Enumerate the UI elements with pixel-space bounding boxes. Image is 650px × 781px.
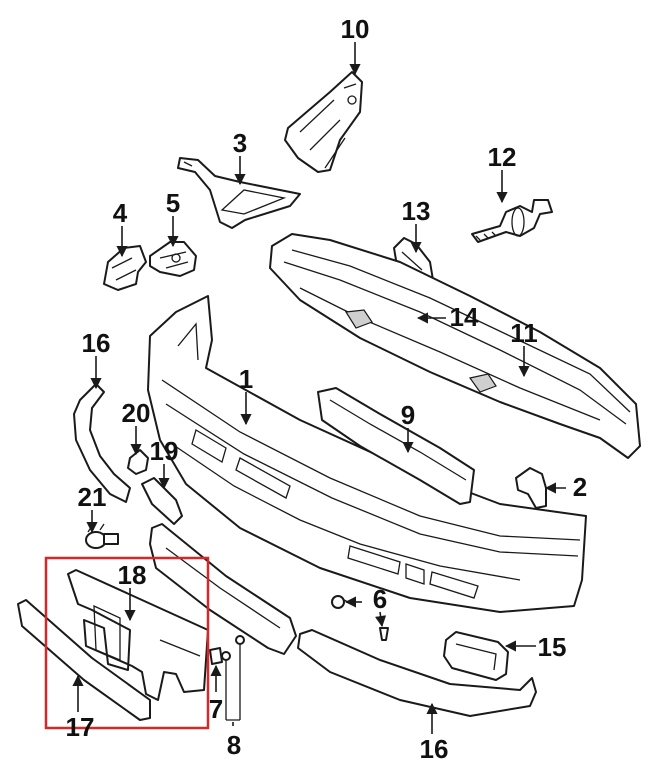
part-16-lower-molding	[297, 629, 537, 717]
part-20-clip	[127, 449, 149, 475]
part-8-screw-pair	[221, 635, 245, 721]
leader-lines	[72, 42, 566, 734]
part-5-bracket	[149, 241, 197, 277]
callout-12: 12	[488, 142, 517, 172]
part-1-bumper-cover	[147, 295, 587, 613]
callout-21: 21	[78, 482, 107, 512]
callout-1: 1	[239, 364, 253, 394]
part-21-grommet	[85, 523, 119, 549]
callout-10: 10	[341, 14, 370, 44]
callout-18: 18	[118, 560, 147, 590]
callout-20: 20	[122, 398, 151, 428]
callout-17: 17	[66, 712, 95, 742]
callout-6: 6	[373, 584, 387, 614]
part-12-bolt	[471, 199, 553, 243]
part-2-bracket	[515, 467, 547, 509]
callout-5: 5	[166, 188, 180, 218]
callout-7: 7	[209, 694, 223, 724]
callout-19: 19	[150, 436, 179, 466]
callout-13: 13	[402, 196, 431, 226]
callout-9: 9	[401, 400, 415, 430]
part-7-clip	[209, 647, 223, 665]
callout-4: 4	[113, 198, 128, 228]
part-19-guide	[141, 477, 183, 525]
callout-16-lower: 16	[420, 734, 449, 764]
callout-16-upper: 16	[82, 328, 111, 358]
part-9-energy-absorber	[317, 387, 475, 505]
part-18-license-bracket	[67, 569, 209, 701]
callout-11: 11	[510, 318, 538, 348]
part-16-upper-molding	[73, 383, 131, 503]
callout-labels: 10 3 12 4 5 13 14 16 11 1 20 9 19 2 21 1…	[66, 14, 588, 764]
callout-8: 8	[227, 730, 241, 760]
part-17-lower-trim	[17, 599, 151, 721]
highlight-box	[44, 556, 210, 730]
part-4-clip	[103, 245, 147, 291]
part-15-fog-lamp	[443, 631, 509, 681]
part-10-mount-bracket	[284, 71, 363, 173]
callout-2: 2	[573, 472, 587, 502]
part-6-fastener	[331, 595, 389, 641]
part-3-triangle-bracket	[177, 157, 301, 229]
part-11-impact-bar	[269, 233, 641, 459]
callout-3: 3	[233, 128, 247, 158]
callout-14: 14	[450, 302, 479, 332]
callout-15: 15	[538, 632, 567, 662]
